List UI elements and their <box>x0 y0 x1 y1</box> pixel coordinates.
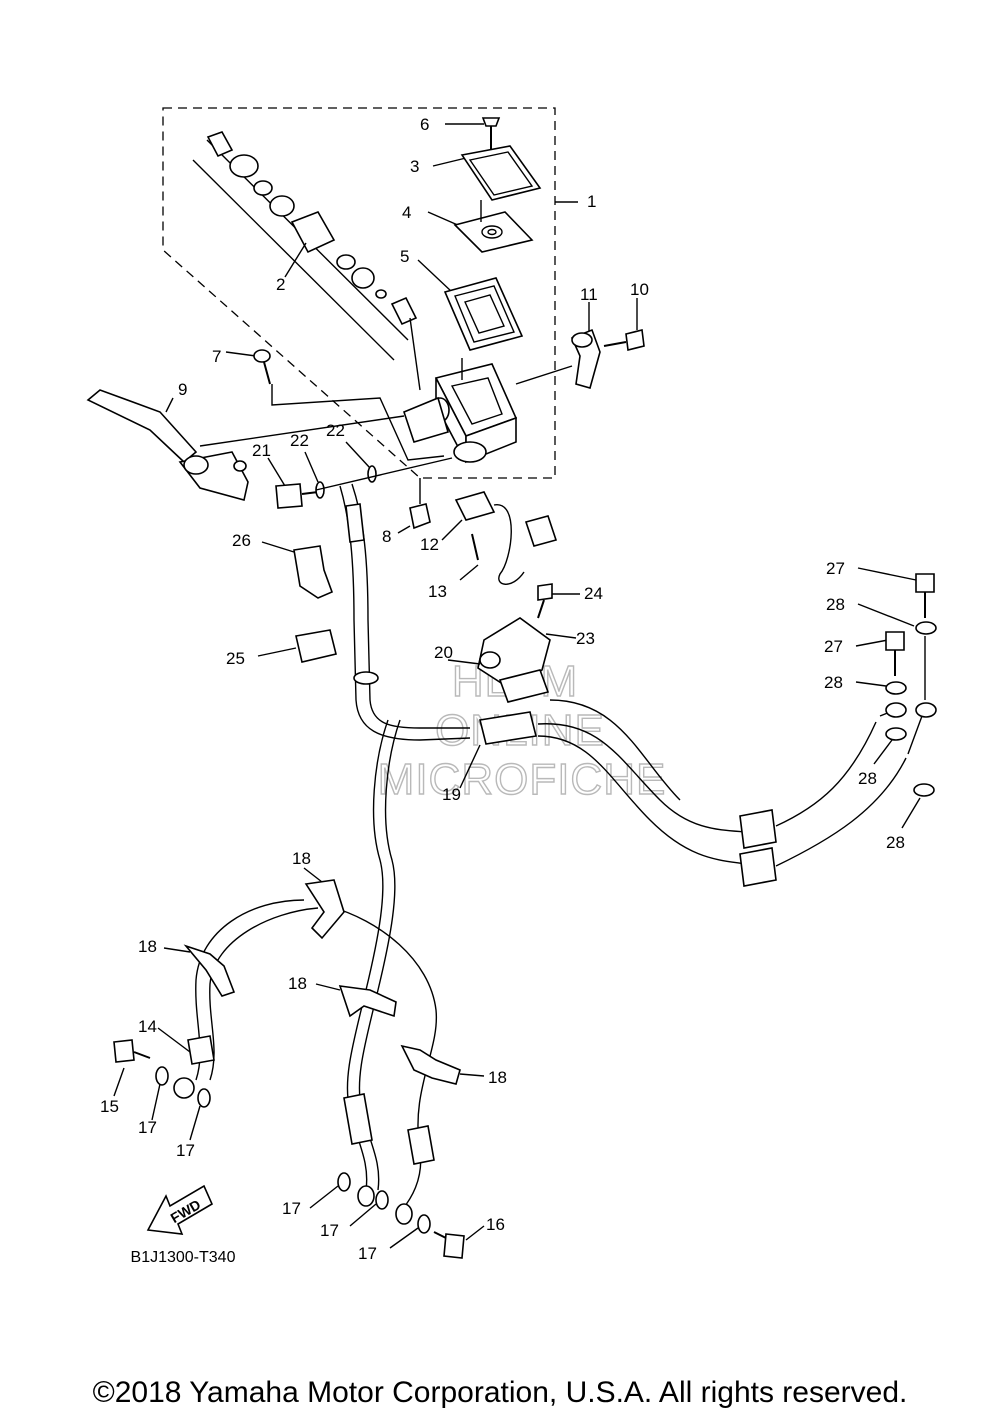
callout-5: 5 <box>400 247 409 266</box>
callout-23: 23 <box>576 629 595 648</box>
callout-24: 24 <box>584 584 603 603</box>
callout-17a: 17 <box>138 1118 157 1137</box>
washer-part-17a[interactable] <box>151 1066 169 1121</box>
diagram-code: B1J1300-T340 <box>131 1249 236 1266</box>
callout-18c: 18 <box>288 974 307 993</box>
callout-22a: 22 <box>290 431 309 450</box>
callout-8: 8 <box>382 527 391 546</box>
nut-part-8[interactable] <box>397 478 431 534</box>
callout-9: 9 <box>178 380 187 399</box>
union-bolt-part-15[interactable] <box>113 1039 151 1097</box>
callout-27b: 27 <box>824 637 843 656</box>
brake-lever-part-9[interactable] <box>86 389 405 501</box>
bolt-part-10[interactable] <box>603 298 645 351</box>
callout-18a: 18 <box>292 849 311 868</box>
screw-part-6[interactable] <box>445 117 501 150</box>
callout-28d: 28 <box>886 833 905 852</box>
callout-20: 20 <box>434 643 453 662</box>
forward-direction-icon: FWD <box>146 1184 214 1235</box>
master-cylinder-body[interactable] <box>403 358 573 464</box>
callout-21: 21 <box>252 441 271 460</box>
diaphragm-part-5[interactable] <box>417 259 524 351</box>
callout-18d: 18 <box>488 1068 507 1087</box>
screw-part-13[interactable] <box>459 533 479 581</box>
callout-16: 16 <box>486 1215 505 1234</box>
washer-part-28a[interactable] <box>857 603 937 635</box>
assembly-outline <box>162 107 556 479</box>
washer-part-17e[interactable] <box>389 1214 431 1249</box>
brake-hose-joint-part-23[interactable] <box>477 617 577 745</box>
callout-14: 14 <box>138 1017 157 1036</box>
callout-12: 12 <box>420 535 439 554</box>
callout-3: 3 <box>410 157 419 176</box>
callout-13: 13 <box>428 582 447 601</box>
callout-27a: 27 <box>826 559 845 578</box>
callout-19: 19 <box>442 785 461 804</box>
callout-25: 25 <box>226 649 245 668</box>
callout-2: 2 <box>276 275 285 294</box>
hose-clamp-part-25[interactable] <box>257 629 337 663</box>
copyright-notice: ©2018 Yamaha Motor Corporation, U.S.A. A… <box>92 1376 908 1409</box>
callout-28b: 28 <box>824 673 843 692</box>
callout-10: 10 <box>630 280 649 299</box>
piston-kit-part-2[interactable] <box>192 131 421 391</box>
bolt-part-24[interactable] <box>537 583 580 619</box>
union-bolt-part-27a[interactable] <box>857 567 935 618</box>
callout-1: 1 <box>587 192 596 211</box>
clamp-part-18d[interactable] <box>400 1044 485 1085</box>
callout-17b: 17 <box>176 1141 195 1160</box>
callout-26: 26 <box>232 531 251 550</box>
svg-text:MICROFICHE: MICROFICHE <box>378 755 667 804</box>
union-bolt-part-27b[interactable] <box>855 631 905 676</box>
washer-part-28b[interactable] <box>855 681 907 695</box>
callout-17e: 17 <box>358 1244 377 1263</box>
washer-part-17d[interactable] <box>349 1190 389 1227</box>
brake-hose-right <box>537 699 923 887</box>
washer-part-28c[interactable] <box>873 727 907 765</box>
callout-labels: 1 2 3 4 5 6 7 8 9 10 11 12 13 14 15 16 1… <box>100 115 905 1263</box>
washer-part-17c[interactable] <box>309 1172 351 1209</box>
brake-switch-part-12[interactable] <box>441 491 558 585</box>
parts-diagram: HLSM ONLINE MICROFICHE <box>86 107 937 1266</box>
reservoir-cap-part-3[interactable] <box>432 145 542 201</box>
callout-6: 6 <box>420 115 429 134</box>
washer-part-17b[interactable] <box>189 1088 211 1141</box>
diaphragm-plate-part-4[interactable] <box>427 200 534 253</box>
clamp-part-18a[interactable] <box>303 867 345 940</box>
union-bolt-part-16[interactable] <box>433 1225 485 1259</box>
union-bolt-part-21[interactable] <box>267 457 319 509</box>
callout-4: 4 <box>402 203 411 222</box>
callout-11: 11 <box>580 285 598 304</box>
hose-clamp-part-26[interactable] <box>261 541 334 599</box>
mirror-holder-part-11[interactable] <box>570 302 601 389</box>
callout-18b: 18 <box>138 937 157 956</box>
callout-28c: 28 <box>858 769 877 788</box>
washer-part-22a[interactable] <box>304 451 325 499</box>
callout-17c: 17 <box>282 1199 301 1218</box>
callout-17d: 17 <box>320 1221 339 1240</box>
callout-7: 7 <box>212 347 221 366</box>
callout-28a: 28 <box>826 595 845 614</box>
brake-hose-upper <box>339 483 471 741</box>
pivot-bolt-part-7[interactable] <box>225 349 445 461</box>
callout-15: 15 <box>100 1097 119 1116</box>
washer-part-22b[interactable] <box>345 441 377 483</box>
clamp-part-18b[interactable] <box>163 944 236 997</box>
washer-part-28d[interactable] <box>901 783 935 829</box>
clamp-part-18c[interactable] <box>315 983 397 1018</box>
callout-22b: 22 <box>326 421 345 440</box>
